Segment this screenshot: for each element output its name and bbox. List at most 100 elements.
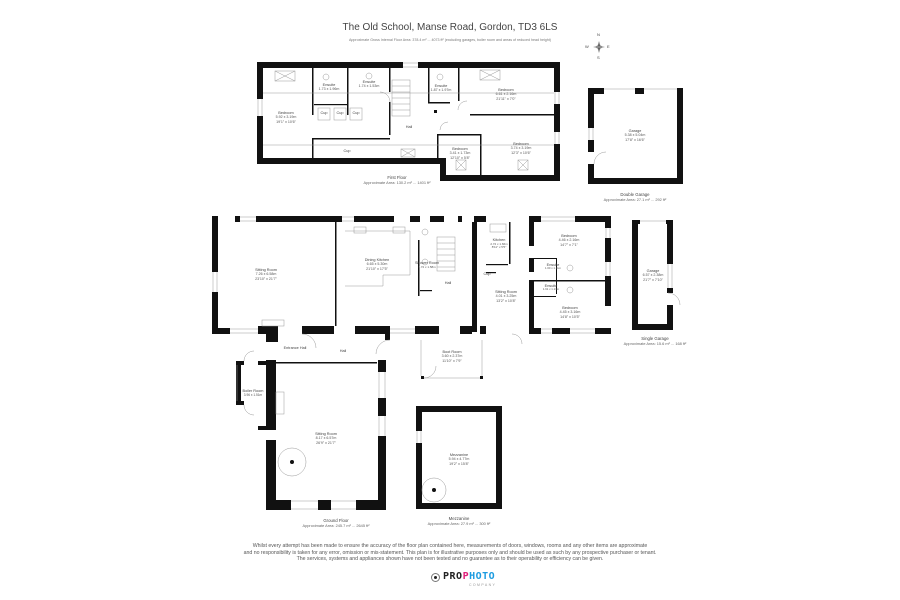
room-name: Garage: [628, 129, 642, 133]
room-name: Kitchen: [492, 238, 506, 242]
room-name: Boot Room: [442, 350, 462, 354]
room-name: Bedroom: [498, 88, 514, 92]
room-gf-bedroom-a: Bedroom 4.46 x 2.16m 14'7" x 7'1": [559, 234, 580, 247]
room-gf-sitting-room: Sitting Room 7.26 x 6.58m 23'10" x 21'7": [255, 268, 277, 281]
room-name: Hall: [444, 281, 452, 285]
compass-s: S: [597, 55, 600, 60]
room-imperial: 11'10" x 7'9": [442, 358, 462, 363]
floor-area: Approximate Area: 245.7 m² ... 2645 ft²: [302, 523, 370, 528]
room-mz-mezzanine: Mezzanine 5.94 x 4.77m 19'2" x 15'8": [449, 453, 470, 466]
room-imperial: 21'7" x 7'10": [643, 277, 663, 282]
room-name: Hall: [405, 125, 413, 129]
room-gf-ensuite-b: Ensuite 1.61 x 1.13m: [542, 284, 560, 292]
room-ff-bedroom-small: Bedroom 3.41 x 1.73m 12'10" x 5'8": [450, 147, 471, 160]
ground-floor-caption: Ground Floor Approximate Area: 245.7 m² …: [302, 518, 369, 528]
logo-pro: PRO: [443, 571, 463, 582]
room-name: Ensuite: [544, 284, 558, 288]
room-metric: 3.74 x 3.19m: [510, 146, 532, 151]
room-name: Bedroom: [513, 142, 529, 146]
room-ff-ensuite-3: Ensuite 1.87 x 1.97m: [431, 84, 452, 93]
room-name: Cup: [320, 111, 328, 115]
logo-p: P: [462, 571, 470, 582]
room-metric: 5.94 x 4.77m: [448, 457, 470, 462]
room-metric: 1.61 x 1.13m: [542, 287, 560, 292]
room-name: Cup: [352, 111, 360, 115]
room-metric: 1.60 x 1.11m: [545, 266, 561, 271]
room-ff-ensuite-1: Ensuite 1.73 x 1.96m: [319, 83, 340, 92]
room-name: Mezzanine: [449, 453, 469, 457]
floor-area: Approximate Area: 15.6 m² ... 168 ft²: [623, 341, 687, 346]
room-ff-bedroom-br: Bedroom 3.74 x 3.19m 12'3" x 10'6": [511, 142, 532, 155]
room-name: Cup: [483, 272, 491, 276]
room-sg-garage: Garage 6.57 x 2.38m 21'7" x 7'10": [643, 269, 664, 282]
room-metric: 8.17 x 6.57m: [315, 436, 337, 441]
room-gf-bedroom-b: Bedroom 4.45 x 3.16m 14'8" x 10'5": [560, 306, 581, 319]
room-name: Shower Room: [414, 261, 440, 265]
room-name: Cup: [343, 149, 351, 153]
room-gf-cup: Cup: [484, 272, 491, 276]
floor-name: Ground Floor: [323, 518, 349, 523]
room-gf-hall: Hall: [340, 349, 347, 353]
room-metric: 1.72 x 1.58m: [418, 264, 436, 269]
floor-area-summary: Approximate Gross Internal Floor Area: 3…: [349, 38, 551, 42]
room-imperial: 19'2" x 15'8": [449, 461, 469, 466]
room-gf-kitchen: Kitchen 2.72 x 1.66m 8'11" x 5'5": [490, 238, 507, 250]
room-ff-bedroom-right: Bedroom 6.61 x 2.16m 21'11" x 7'0": [496, 88, 517, 101]
room-gf-entrance-hall: Entrance Hall: [284, 346, 307, 350]
room-metric: 3.96 x 1.51m: [243, 392, 263, 397]
room-metric: 4.45 x 3.16m: [559, 310, 581, 315]
room-name: Bedroom: [278, 111, 294, 115]
room-name: Ensuite: [546, 263, 560, 267]
room-name: Bedroom: [452, 147, 468, 151]
compass-w: W: [585, 44, 589, 49]
room-imperial: 14'7" x 7'1": [560, 242, 578, 247]
room-metric: 4.46 x 2.16m: [558, 238, 580, 243]
room-ff-cup-4: Cup: [344, 149, 351, 153]
room-name: Sitting Room: [315, 432, 337, 436]
room-imperial: 14'8" x 10'5": [560, 314, 580, 319]
logo-wordmark: PROPHOTO: [443, 571, 495, 582]
room-gf-hall-centre: Hall: [445, 281, 452, 285]
room-gf-sitting-room-2: Sitting Room 4.01 x 3.25m 13'2" x 10'8": [495, 290, 517, 303]
double-garage-caption: Double Garage Approximate Area: 27.1 m² …: [604, 192, 667, 202]
page-title: The Old School, Manse Road, Gordon, TD3 …: [342, 22, 558, 33]
room-imperial: 26'9" x 21'7": [316, 440, 336, 445]
compass-e: E: [607, 44, 610, 49]
floor-name: Mezzanine: [448, 516, 470, 521]
room-name: Bedroom: [562, 306, 578, 310]
room-imperial: 21'10" x 17'5": [366, 266, 388, 271]
room-name: Boiler Room: [242, 389, 264, 393]
compass-rose-icon: [593, 41, 605, 53]
room-imperial: 13'2" x 10'8": [496, 298, 516, 303]
room-gf-boot-room: Boot Room 3.60 x 2.37m 11'10" x 7'9": [442, 350, 463, 363]
room-name: Ensuite: [362, 80, 376, 84]
disclaimer-line: Whilst every attempt has been made to en…: [252, 543, 648, 549]
logo-company: COMPANY: [469, 583, 497, 587]
single-garage-caption: Single Garage Approximate Area: 15.6 m² …: [624, 336, 687, 346]
room-imperial: 19'1" x 10'6": [276, 119, 296, 124]
room-gf-boiler-room: Boiler Room 3.96 x 1.51m: [242, 389, 264, 398]
room-ff-hall: Hall: [406, 125, 413, 129]
room-name: Entrance Hall: [283, 346, 307, 350]
room-imperial: 21'11" x 7'0": [496, 96, 516, 101]
room-name: Garage: [646, 269, 660, 273]
room-imperial: 23'10" x 21'7": [255, 276, 277, 281]
room-metric: 1.74 x 1.53m: [358, 84, 380, 89]
room-name: Sitting Room: [495, 290, 517, 294]
room-ff-cup-1: Cup: [321, 111, 328, 115]
room-ff-cup-2: Cup: [337, 111, 344, 115]
room-name: Sitting Room: [255, 268, 277, 272]
room-name: Ensuite: [434, 84, 448, 88]
room-name: Ensuite: [322, 83, 336, 87]
room-imperial: 12'3" x 10'6": [511, 150, 531, 155]
first-floor-caption: First Floor Approximate Area: 130.2 m² .…: [363, 175, 430, 185]
room-metric: 1.87 x 1.97m: [430, 88, 452, 93]
room-name: Hall: [339, 349, 347, 353]
room-ff-ensuite-2: Ensuite 1.74 x 1.53m: [359, 80, 380, 89]
logo-hoto: HOTO: [469, 571, 496, 582]
room-metric: 1.73 x 1.96m: [318, 87, 340, 92]
room-imperial: 12'10" x 5'8": [450, 155, 470, 160]
mezzanine-caption: Mezzanine Approximate Area: 27.9 m² ... …: [428, 516, 491, 526]
room-metric: 4.01 x 3.25m: [495, 294, 517, 299]
